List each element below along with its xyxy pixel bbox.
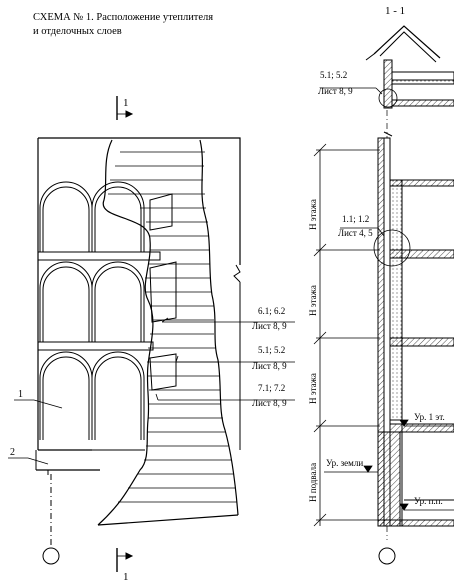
level-ground: Ур. земли: [326, 458, 363, 468]
detail-circle-1-1: [373, 229, 411, 267]
dim-floor-3: Н этажа: [308, 199, 318, 230]
ref-6-sheet: Лист 8, 9: [252, 321, 287, 331]
section-cut-top: [116, 96, 134, 120]
facade-ref-leaders: [155, 317, 295, 401]
mid-ref-leader: [340, 227, 385, 237]
top-ref-sheet: Лист 8, 9: [318, 86, 353, 96]
callout-1-label: 1: [18, 389, 23, 400]
window-row-1: [39, 181, 145, 252]
floor-slabs: [377, 179, 454, 527]
ref-7-sheet: Лист 8, 9: [252, 398, 287, 408]
diagram-title-line-1: СХЕМА № 1. Расположение утеплителя: [33, 12, 214, 23]
axis-marker: [42, 474, 60, 565]
window-reveal-1: [149, 193, 173, 231]
roof-section: [365, 25, 454, 109]
dim-floor-2: Н этажа: [308, 285, 318, 316]
section-cut-bottom-label: 1: [123, 571, 129, 583]
window-row-2: [39, 261, 145, 342]
window-reveal-2: [149, 261, 177, 323]
ref-6-code: 6.1; 6.2: [258, 306, 285, 316]
section-title: 1 - 1: [385, 5, 405, 17]
dimension-chain: [313, 143, 380, 527]
mid-ref-code: 1.1; 1.2: [342, 214, 369, 224]
cladding-torn-edge: [97, 139, 154, 526]
dim-basement: Н подвала: [308, 463, 318, 502]
section-cut-bottom: [116, 548, 134, 572]
section-cut-top-label: 1: [123, 97, 129, 109]
ref-5-sheet: Лист 8, 9: [252, 361, 287, 371]
section-axis: [378, 110, 396, 565]
mid-ref-sheet: Лист 4, 5: [338, 228, 373, 238]
top-ref-code: 5.1; 5.2: [320, 70, 347, 80]
dim-floor-1: Н этажа: [308, 373, 318, 404]
floor-band-3: [37, 251, 161, 261]
window-reveal-3: [149, 353, 177, 391]
level-first-floor: Ур. 1 эт.: [414, 412, 445, 422]
level-markers: [324, 419, 454, 511]
ref-7-code: 7.1; 7.2: [258, 383, 285, 393]
facade-elevation: [35, 137, 241, 526]
callout-1-leader: [14, 399, 63, 409]
floor-band-2: [37, 341, 154, 351]
top-ref-leader: [320, 87, 383, 95]
diagram-title-line-2: и отделочных слоев: [33, 26, 122, 37]
window-row-3: [39, 351, 145, 440]
callout-2-label: 2: [10, 447, 15, 458]
callout-2-leader: [8, 457, 49, 465]
ref-5-code: 5.1; 5.2: [258, 345, 285, 355]
brick-pattern: [108, 151, 237, 503]
facade-outline: [38, 137, 241, 265]
level-basement-floor: Ур. п.п.: [414, 496, 443, 506]
